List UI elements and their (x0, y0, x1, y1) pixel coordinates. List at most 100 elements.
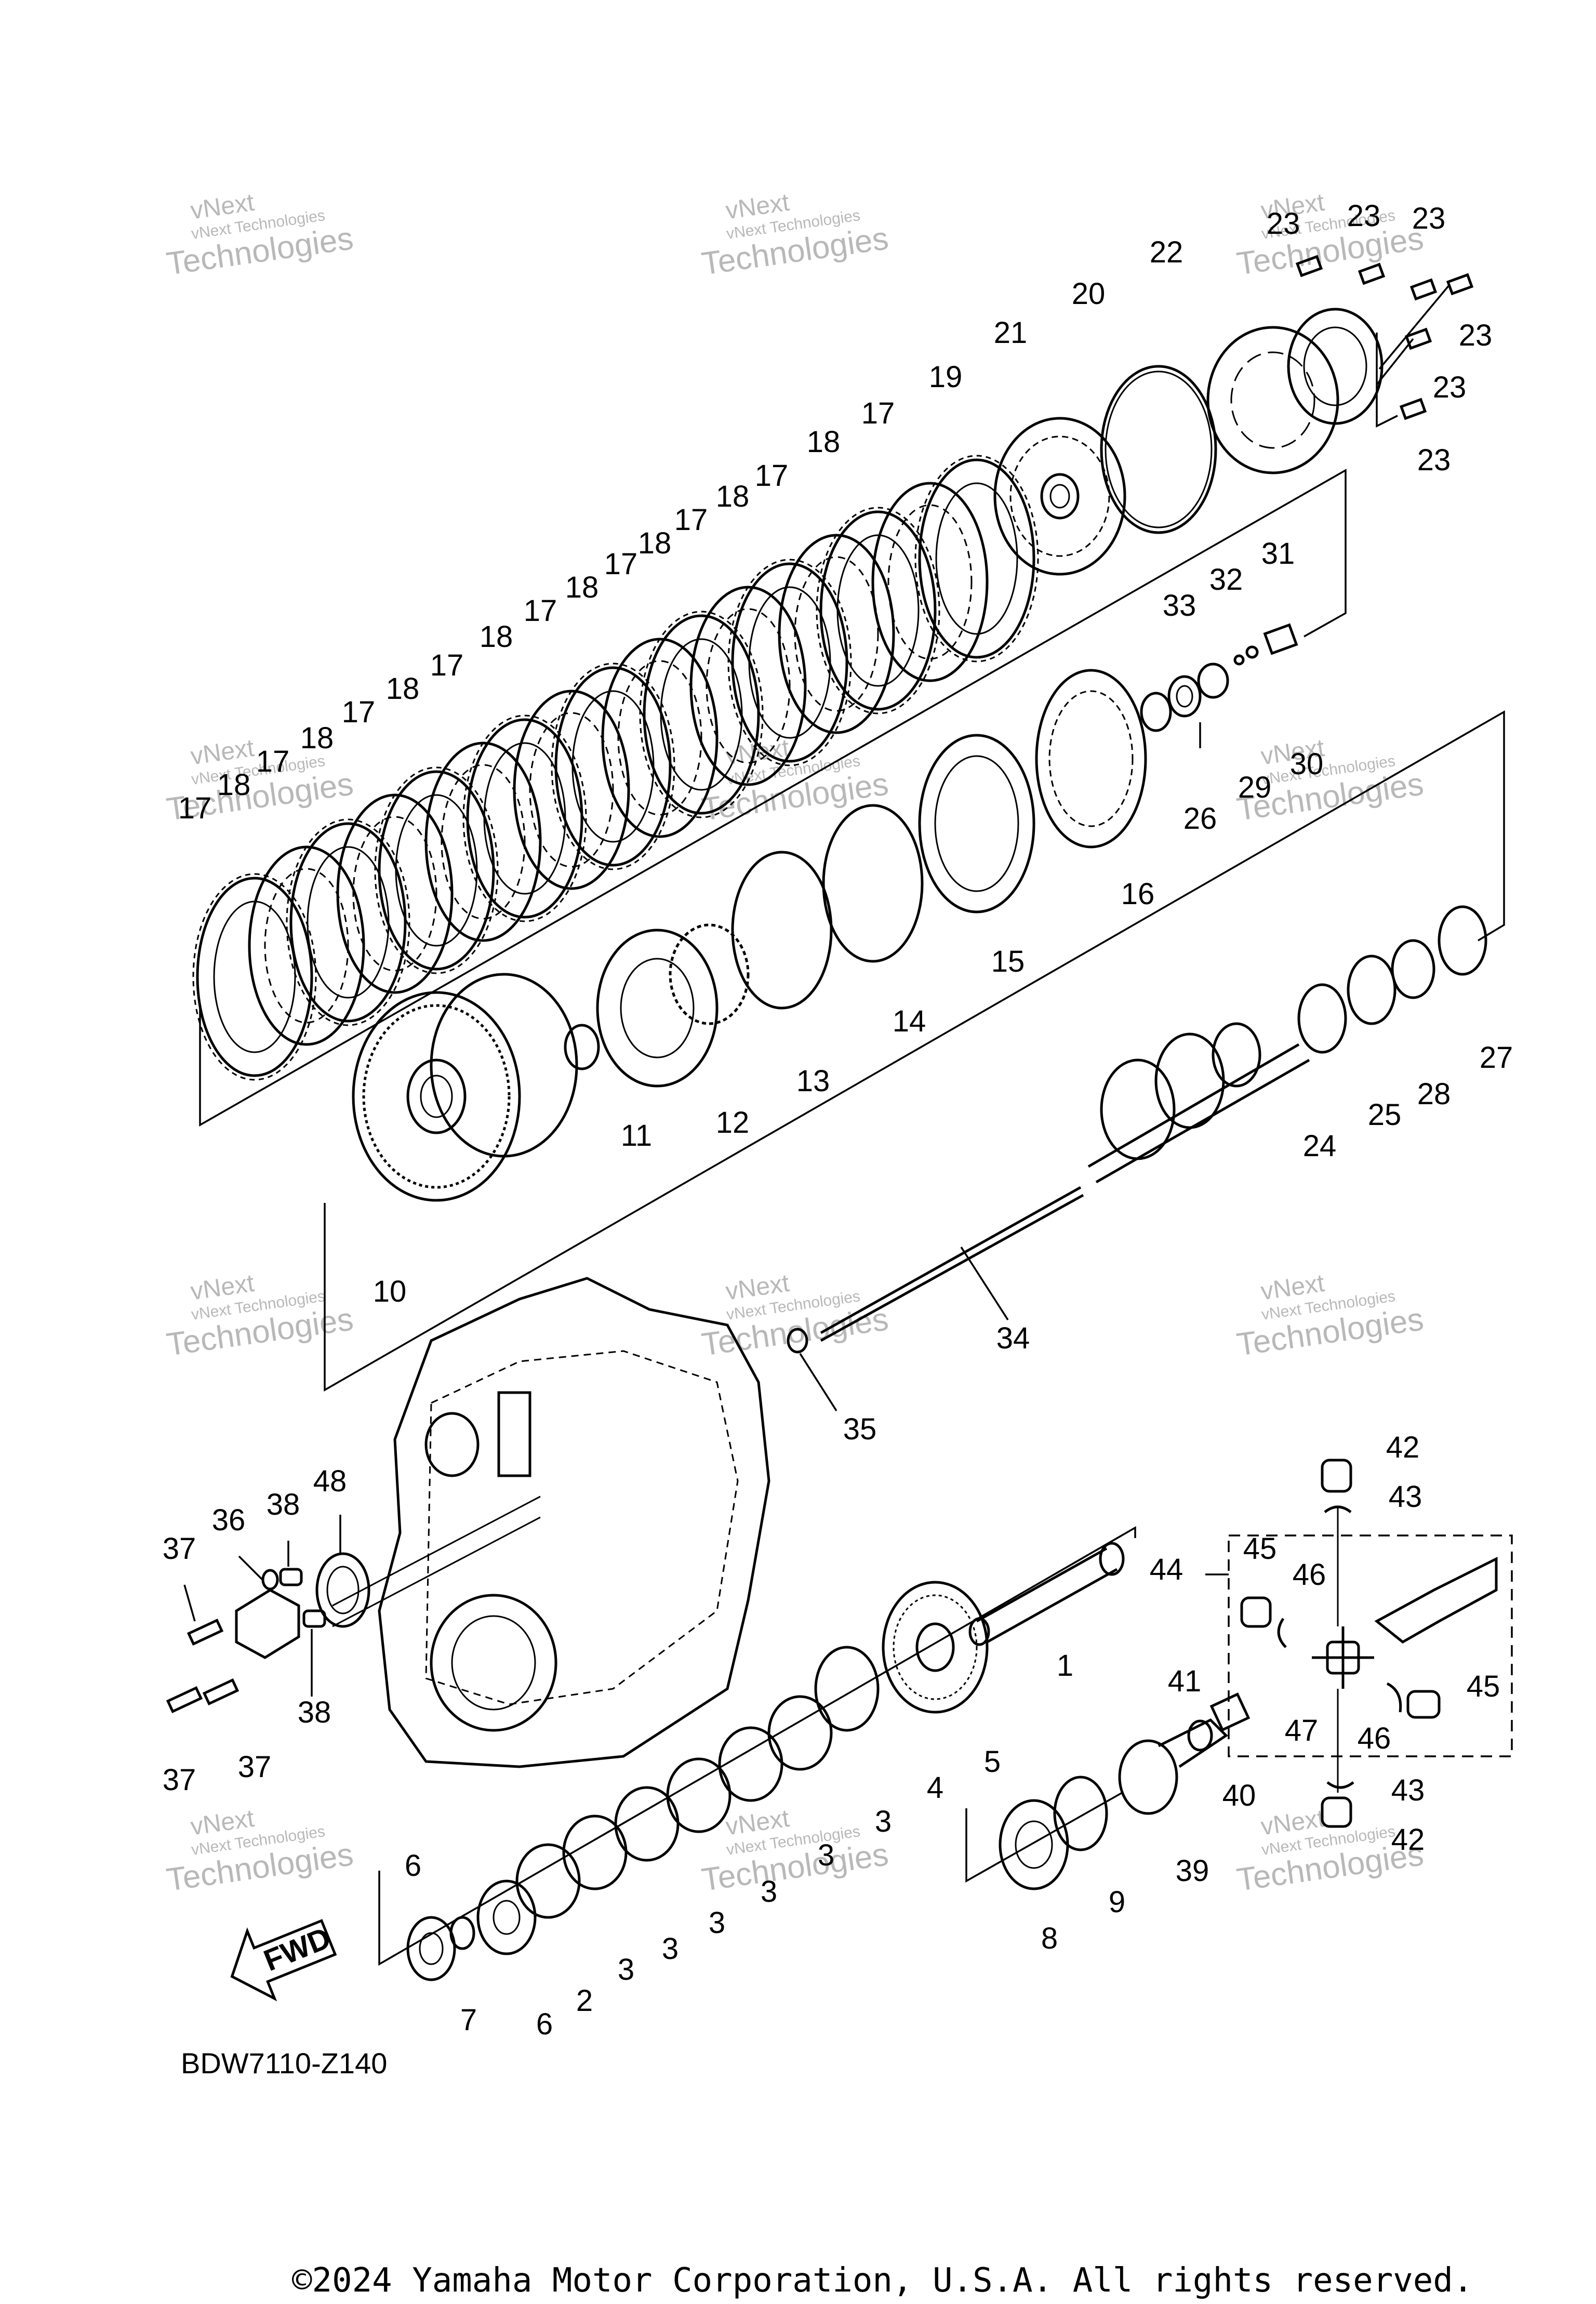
clip-43b (1326, 1781, 1354, 1789)
part-label-p11: 11 (621, 1119, 652, 1153)
clutch-plate-stack (192, 455, 1039, 1081)
part-label-p23a: 23 (1267, 207, 1300, 241)
part-label-p17a: 17 (178, 791, 212, 825)
assembly-brackets (199, 333, 1513, 1966)
part-label-p36: 36 (212, 1503, 246, 1537)
part-label-p17f: 17 (604, 547, 638, 581)
cam-4 (814, 1646, 880, 1732)
bolts-23 (1295, 255, 1474, 420)
watermark-layer: vNext vNext Technologies Technologies vN… (164, 189, 1426, 1898)
yoke-39 (1118, 1718, 1228, 1815)
part-label-p6a: 6 (405, 1849, 421, 1883)
clip-46a (1277, 1618, 1287, 1648)
part-label-p42b: 42 (1391, 1823, 1425, 1857)
dowel-38b (302, 1609, 326, 1628)
part-label-p10: 10 (373, 1275, 407, 1308)
part-label-p3a: 3 (618, 1953, 634, 1987)
cap-45b (1406, 1690, 1441, 1719)
part-label-p46b: 46 (1358, 1722, 1391, 1755)
clutch-plates-bracket (199, 468, 1347, 1127)
washer-29 (1167, 675, 1202, 718)
shim-3a (515, 1843, 581, 1919)
part-label-p38b: 38 (298, 1696, 331, 1729)
cap-45a (1240, 1596, 1272, 1628)
bolt-37b (166, 1686, 203, 1713)
bearing-cover-group (166, 1515, 370, 1713)
part-label-p31: 31 (1261, 537, 1295, 571)
part-label-p4: 4 (927, 1771, 943, 1805)
part-label-p14: 14 (893, 1004, 926, 1038)
yoke-44 (1374, 1556, 1498, 1644)
part-label-p3c: 3 (709, 1906, 725, 1940)
part-label-p18f: 18 (638, 526, 672, 560)
diaphragm-spring-21 (1100, 365, 1217, 534)
dowel-38a (279, 1568, 303, 1586)
crankcase (332, 1277, 770, 1768)
part-label-p39: 39 (1176, 1854, 1209, 1888)
part-label-p5: 5 (984, 1745, 1001, 1779)
copyright-notice: ©2024 Yamaha Motor Corporation, U.S.A. A… (292, 2261, 1473, 2300)
part-label-p15: 15 (991, 945, 1025, 978)
seal-35 (787, 1328, 808, 1354)
part-label-p35: 35 (843, 1412, 877, 1446)
part-label-p3b: 3 (662, 1932, 679, 1966)
part-label-p18e: 18 (565, 571, 599, 604)
oil-seal-9 (1053, 1776, 1108, 1851)
part-label-p41: 41 (1168, 1664, 1202, 1698)
part-label-p3e: 3 (818, 1838, 834, 1872)
part-label-p18h: 18 (807, 425, 841, 459)
part-label-p18a: 18 (217, 768, 251, 802)
part-label-p12: 12 (716, 1106, 750, 1140)
friction-plate-15 (918, 734, 1035, 913)
part-label-p20: 20 (1072, 277, 1106, 311)
part-label-p25: 25 (1368, 1098, 1402, 1132)
part-label-p43a: 43 (1389, 1480, 1422, 1514)
ball-33 (1233, 654, 1245, 666)
nut-30 (1197, 663, 1229, 699)
part-label-p33: 33 (1163, 589, 1196, 623)
part-label-p47: 47 (1285, 1714, 1319, 1747)
part-label-p6b: 6 (536, 2007, 553, 2041)
shaft-1 (968, 1542, 1125, 1646)
part-label-p23f: 23 (1417, 443, 1451, 477)
bolt-37c (202, 1678, 240, 1705)
part-label-p37c: 37 (238, 1750, 272, 1784)
part-label-p18d: 18 (480, 620, 513, 654)
part-label-p22: 22 (1150, 235, 1183, 269)
nut-41 (1209, 1692, 1251, 1732)
pressure-plate-19 (993, 417, 1126, 576)
part-label-p17c: 17 (342, 695, 376, 729)
part-label-p28: 28 (1417, 1077, 1451, 1111)
part-label-p23c: 23 (1412, 202, 1446, 235)
part-label-p27: 27 (1480, 1041, 1513, 1075)
part-label-p32: 32 (1209, 563, 1243, 597)
part-label-p37b: 37 (163, 1763, 196, 1797)
bearing-8 (999, 1799, 1069, 1890)
part-label-p18c: 18 (386, 672, 420, 706)
cap-42a (1321, 1459, 1352, 1493)
part-label-p21: 21 (994, 316, 1028, 350)
collar-28 (1391, 939, 1435, 999)
part-label-p9: 9 (1109, 1885, 1125, 1919)
bolt-37a (187, 1619, 224, 1646)
universal-joint-group (1240, 1459, 1498, 1828)
part-label-p18b: 18 (300, 721, 334, 755)
push-rod-34 (820, 1186, 1082, 1334)
part-label-p43b: 43 (1391, 1773, 1425, 1807)
main-axle-assembly (787, 905, 1487, 1411)
universal-joint-kit-box (1228, 1534, 1513, 1757)
part-label-p16: 16 (1121, 877, 1155, 911)
bearing-25 (1347, 955, 1396, 1025)
screw-31 (1263, 623, 1298, 655)
part-label-p18g: 18 (716, 480, 750, 513)
part-label-p44: 44 (1150, 1553, 1183, 1586)
gear-5 (882, 1581, 989, 1714)
washer-26 (1140, 692, 1172, 732)
ring-13 (731, 851, 833, 1010)
clutch-bolt-bracket (1376, 333, 1398, 428)
ring-32 (1245, 645, 1259, 659)
washers-26-33 (1140, 623, 1298, 748)
part-label-p24: 24 (1303, 1129, 1337, 1163)
